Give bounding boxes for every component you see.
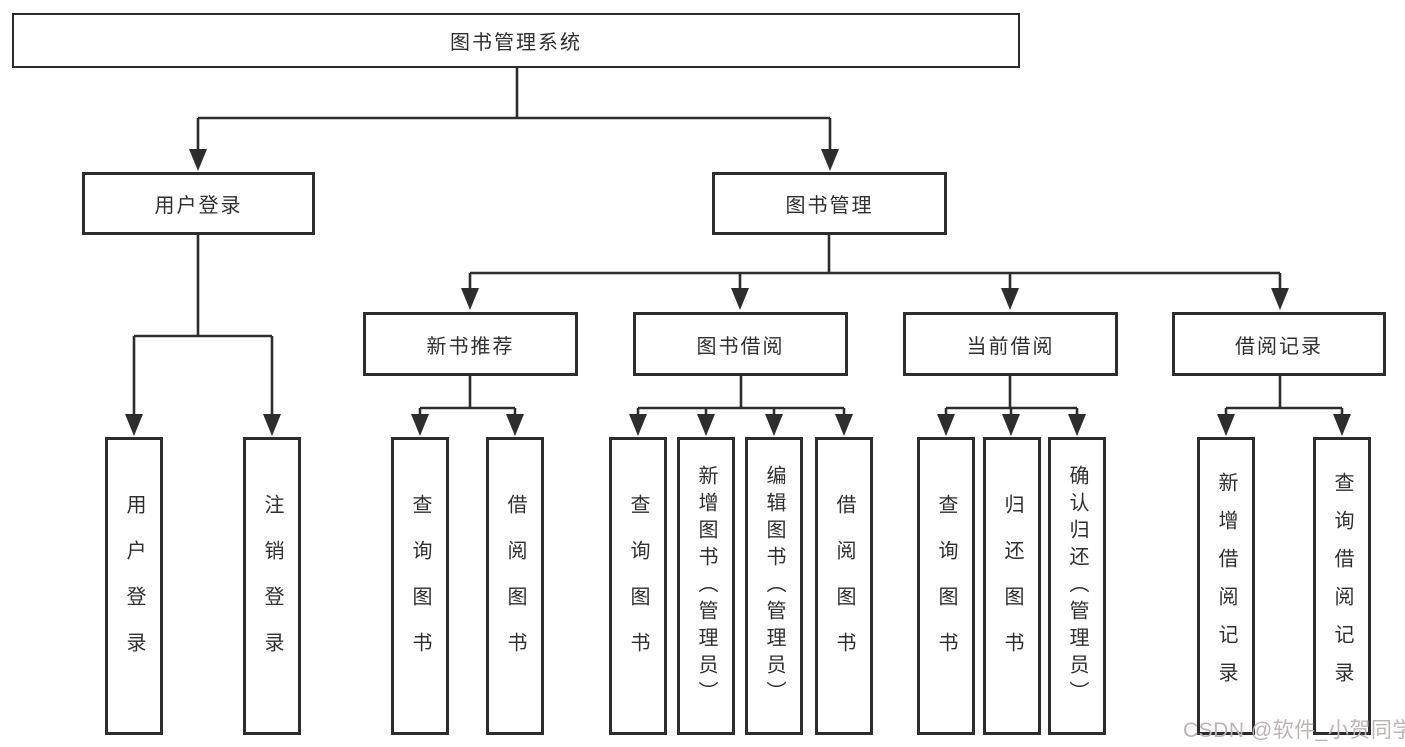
leaf-label: 新增借阅记录 xyxy=(1215,472,1237,700)
leaf-label: 确认归还（管理员） xyxy=(1066,464,1088,708)
node-book-borrowing: 图书借阅 xyxy=(633,312,848,376)
leaf-label: 归还图书 xyxy=(1001,494,1023,678)
node-borrowing-records: 借阅记录 xyxy=(1172,312,1386,376)
leaf-logout: 注销登录 xyxy=(243,437,301,735)
leaf-search-books-recommend: 查询图书 xyxy=(391,437,449,735)
leaf-return-books: 归还图书 xyxy=(983,437,1041,735)
leaf-label: 注销登录 xyxy=(261,494,283,678)
arrowheads xyxy=(125,149,1351,436)
node-label: 借阅记录 xyxy=(1235,335,1323,358)
node-current-borrowing: 当前借阅 xyxy=(903,312,1118,376)
node-label: 新书推荐 xyxy=(426,335,515,358)
leaf-borrow-books-recommend: 借阅图书 xyxy=(486,437,544,735)
leaf-search-books-current: 查询图书 xyxy=(917,437,975,735)
node-label: 图书管理 xyxy=(785,195,874,217)
leaf-edit-books-admin: 编辑图书（管理员） xyxy=(745,437,803,735)
node-library-management-system: 图书管理系统 xyxy=(12,13,1020,68)
leaf-label: 编辑图书（管理员） xyxy=(763,464,785,708)
leaf-add-borrow-record: 新增借阅记录 xyxy=(1197,437,1255,735)
leaf-add-books-admin: 新增图书（管理员） xyxy=(677,437,735,735)
leaf-label: 查询图书 xyxy=(409,494,431,678)
leaf-label: 新增图书（管理员） xyxy=(695,464,717,708)
leaf-label: 查询图书 xyxy=(935,494,957,678)
leaf-search-books-borrowing: 查询图书 xyxy=(609,437,667,735)
leaf-label: 借阅图书 xyxy=(504,494,526,678)
leaf-label: 查询借阅记录 xyxy=(1331,472,1353,700)
leaf-user-login: 用户登录 xyxy=(105,437,163,735)
csdn-watermark: CSDN @软件_小贺同学 xyxy=(1183,719,1405,742)
node-label: 图书管理系统 xyxy=(450,32,582,54)
leaf-label: 查询图书 xyxy=(627,494,649,678)
leaf-label: 用户登录 xyxy=(123,494,145,678)
node-new-book-recommendation: 新书推荐 xyxy=(363,312,578,376)
node-label: 当前借阅 xyxy=(966,335,1055,358)
leaf-confirm-return-admin: 确认归还（管理员） xyxy=(1048,437,1106,735)
node-user-login-branch: 用户登录 xyxy=(82,172,315,235)
node-label: 图书借阅 xyxy=(696,335,785,358)
node-label: 用户登录 xyxy=(154,195,243,217)
node-book-management-branch: 图书管理 xyxy=(712,172,947,235)
leaf-search-borrow-record: 查询借阅记录 xyxy=(1313,437,1371,735)
leaf-borrow-books: 借阅图书 xyxy=(815,437,873,735)
leaf-label: 借阅图书 xyxy=(833,494,855,678)
